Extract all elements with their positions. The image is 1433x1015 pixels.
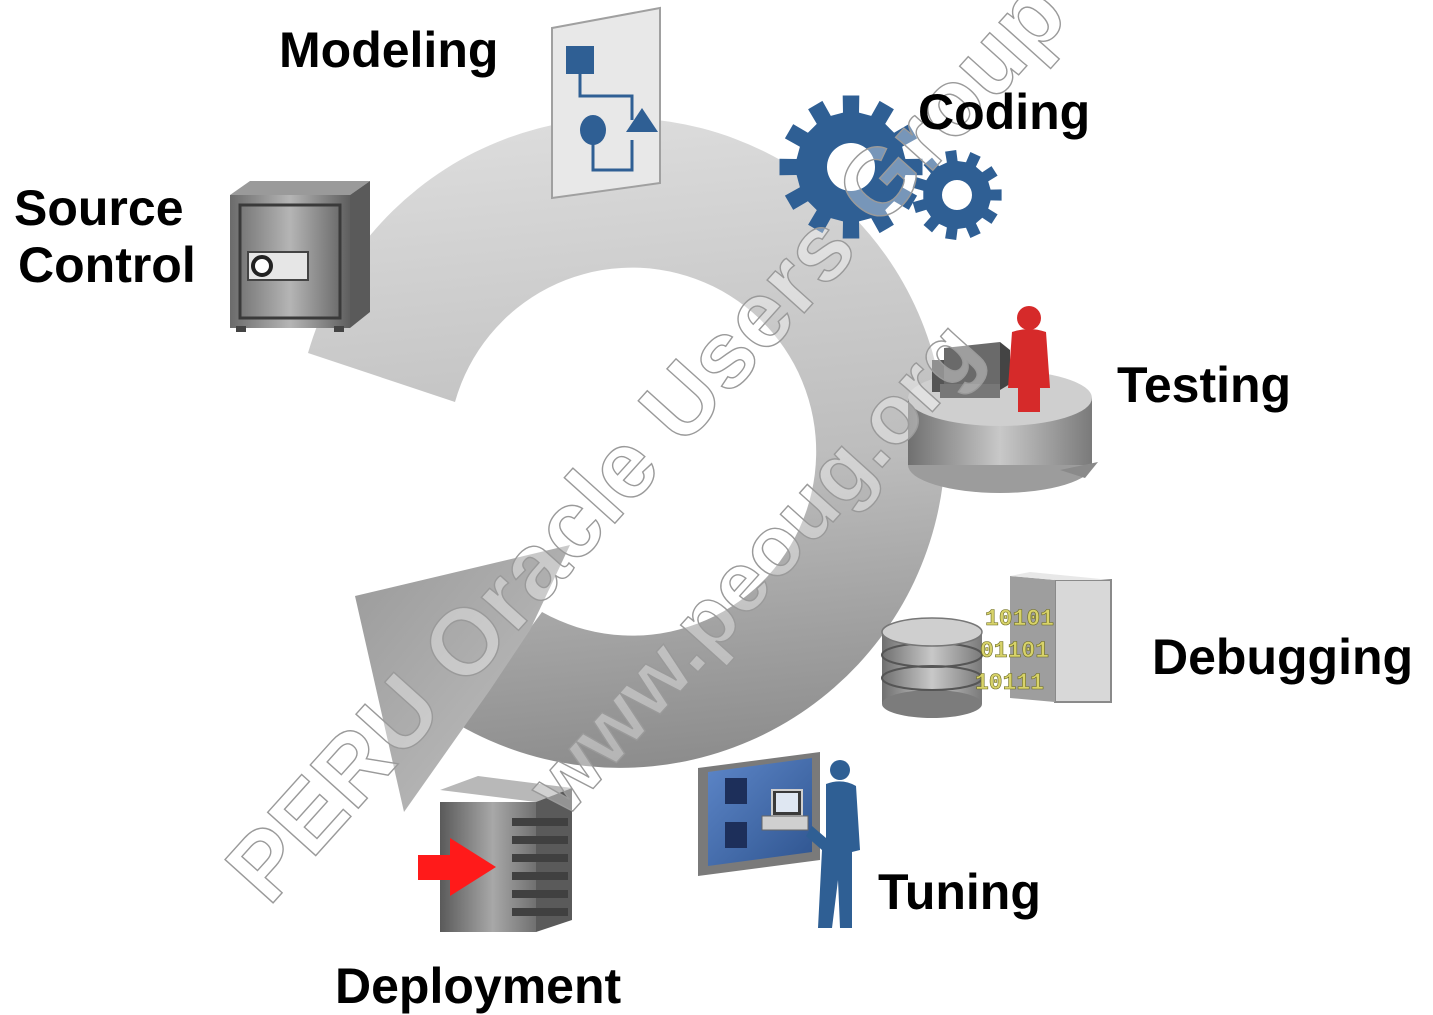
gear-large-icon xyxy=(779,95,923,239)
test-bench-icon xyxy=(908,306,1098,493)
binary-row-2: 01101 xyxy=(980,638,1049,664)
gears-icon xyxy=(779,95,1002,240)
label-debugging: Debugging xyxy=(1152,629,1414,685)
label-testing: Testing xyxy=(1117,357,1292,413)
label-coding: Coding xyxy=(918,84,1091,140)
person-monitor-icon xyxy=(698,752,860,928)
deploy-arrow-icon xyxy=(418,838,496,896)
label-source-control: Source Control xyxy=(14,180,196,294)
binary-row-1: 10101 xyxy=(985,606,1054,632)
flowchart-icon xyxy=(551,6,661,200)
label-source-control-line1: Source xyxy=(14,180,184,236)
gear-small-icon xyxy=(912,150,1002,240)
server-icon xyxy=(418,776,572,932)
label-source-control-line2: Control xyxy=(18,237,196,293)
label-modeling: Modeling xyxy=(279,22,499,78)
cycle-ring xyxy=(308,117,946,768)
label-deployment: Deployment xyxy=(335,958,622,1014)
binary-row-3: 10111 xyxy=(975,670,1044,696)
cycle-arrowhead xyxy=(355,545,570,812)
label-tuning: Tuning xyxy=(878,864,1041,920)
cycle-arrow xyxy=(308,117,946,812)
database-binary-icon: 10101 01101 10111 xyxy=(881,572,1112,718)
safe-icon xyxy=(230,181,370,332)
